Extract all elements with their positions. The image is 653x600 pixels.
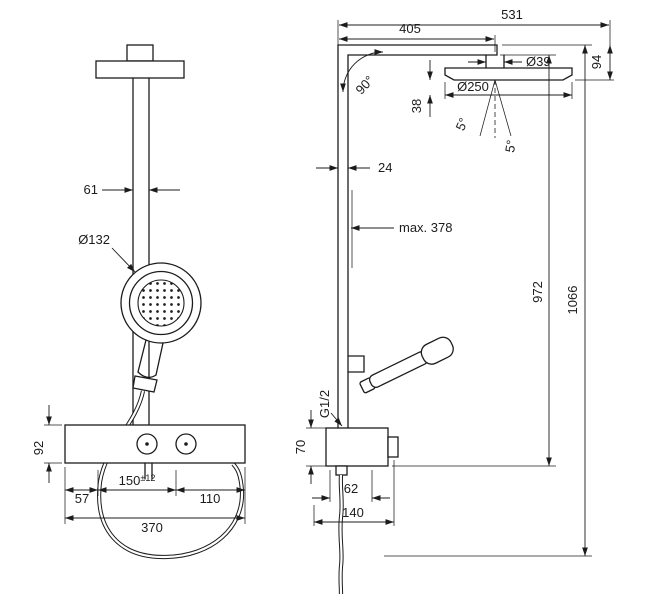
dim-39: Ø39: [468, 54, 551, 69]
dim-57-label: 57: [75, 491, 89, 506]
dim-70: 70: [293, 410, 326, 484]
angle-5-right-label: 5°: [502, 139, 519, 154]
dim-150-label: 150±12: [119, 473, 156, 488]
tilt-line-left: [479, 79, 496, 137]
ext-line: [64, 467, 246, 524]
outlet-stub: [144, 462, 153, 480]
dim-62-label: 62: [344, 481, 358, 496]
leader-line: [111, 247, 136, 273]
dim-405-label: 405: [399, 21, 421, 36]
handle-edge: [155, 342, 164, 376]
hand-shower-front: [120, 262, 202, 393]
hand-shower-profile: [359, 336, 454, 394]
ceiling-stub: [126, 44, 154, 62]
dim-1066-label: 1066: [565, 286, 580, 315]
hose-core: [339, 474, 343, 595]
spray-face: [137, 279, 185, 327]
overhead-shower: [444, 67, 573, 81]
dim-150-tolerance: ±12: [140, 473, 155, 483]
dim-62: 62: [312, 470, 390, 502]
dim-250-label: Ø250: [457, 79, 489, 94]
dim-150-base: 150: [119, 473, 141, 488]
side-view: 5° 5° 90° 531 405 Ø39: [293, 7, 614, 595]
leader-line: [330, 412, 343, 427]
dim-531: 531: [337, 7, 611, 45]
dim-max378-label: max. 378: [399, 220, 452, 235]
dim-24-label: 24: [378, 160, 392, 175]
tilt-line-right: [494, 79, 512, 137]
dim-132-label: Ø132: [78, 232, 110, 247]
thermostat-side: [325, 427, 399, 476]
holder-bracket: [347, 355, 365, 373]
dim-70-label: 70: [293, 440, 308, 454]
ext-line: [384, 44, 592, 557]
dim-39-label: Ø39: [526, 54, 551, 69]
thermostat-body-side: [325, 427, 389, 467]
ext-line: [337, 20, 611, 45]
dim-370-label: 370: [141, 520, 163, 535]
dim-61: 61: [84, 182, 180, 197]
dim-max378: max. 378: [351, 220, 452, 235]
dim-110-label: 110: [200, 491, 221, 506]
dim-972-label: 972: [530, 281, 545, 303]
tilt-indication: 5° 5°: [453, 79, 519, 154]
front-view: 61 Ø132: [31, 44, 246, 560]
knob-dot: [184, 442, 188, 446]
dim-140: 140: [313, 460, 395, 526]
dim-531-label: 531: [501, 7, 523, 22]
handle-cap: [137, 371, 157, 379]
shower-hose-side: [338, 474, 344, 595]
dim-405: 405: [339, 21, 496, 52]
shower-arm: [337, 44, 498, 56]
dim-38-label: 38: [409, 99, 424, 113]
arc-90: [340, 49, 384, 93]
dim-972: 972: [392, 54, 556, 467]
dim-94-label: 94: [589, 55, 604, 69]
hose-connector: [335, 465, 348, 476]
angle-5-left-label: 5°: [453, 115, 472, 132]
dim-g12: G1/2: [317, 390, 343, 427]
shower-head-profile: [420, 336, 454, 365]
dim-132: Ø132: [78, 232, 136, 273]
knob-profile: [387, 436, 399, 458]
dim-140-label: 140: [342, 505, 364, 520]
dim-38: 38: [409, 60, 433, 117]
front-bottom-dims: 57 150±12 110 370: [64, 467, 246, 535]
knob-dot: [145, 442, 149, 446]
dim-92-label: 92: [31, 441, 46, 455]
dim-94: 94: [575, 45, 614, 81]
dim-92: 92: [31, 405, 62, 483]
ceiling-flange: [95, 60, 185, 79]
g12-label: G1/2: [317, 390, 332, 418]
handle-edge: [137, 339, 147, 373]
hand-shower-side: [347, 336, 454, 394]
hose-nut: [132, 375, 158, 393]
dim-1066: 1066: [384, 44, 592, 557]
hand-shower-ring: [128, 270, 194, 336]
dim-24: 24: [316, 160, 392, 175]
dim-61-label: 61: [84, 182, 98, 197]
thermostat-front: [64, 424, 246, 480]
